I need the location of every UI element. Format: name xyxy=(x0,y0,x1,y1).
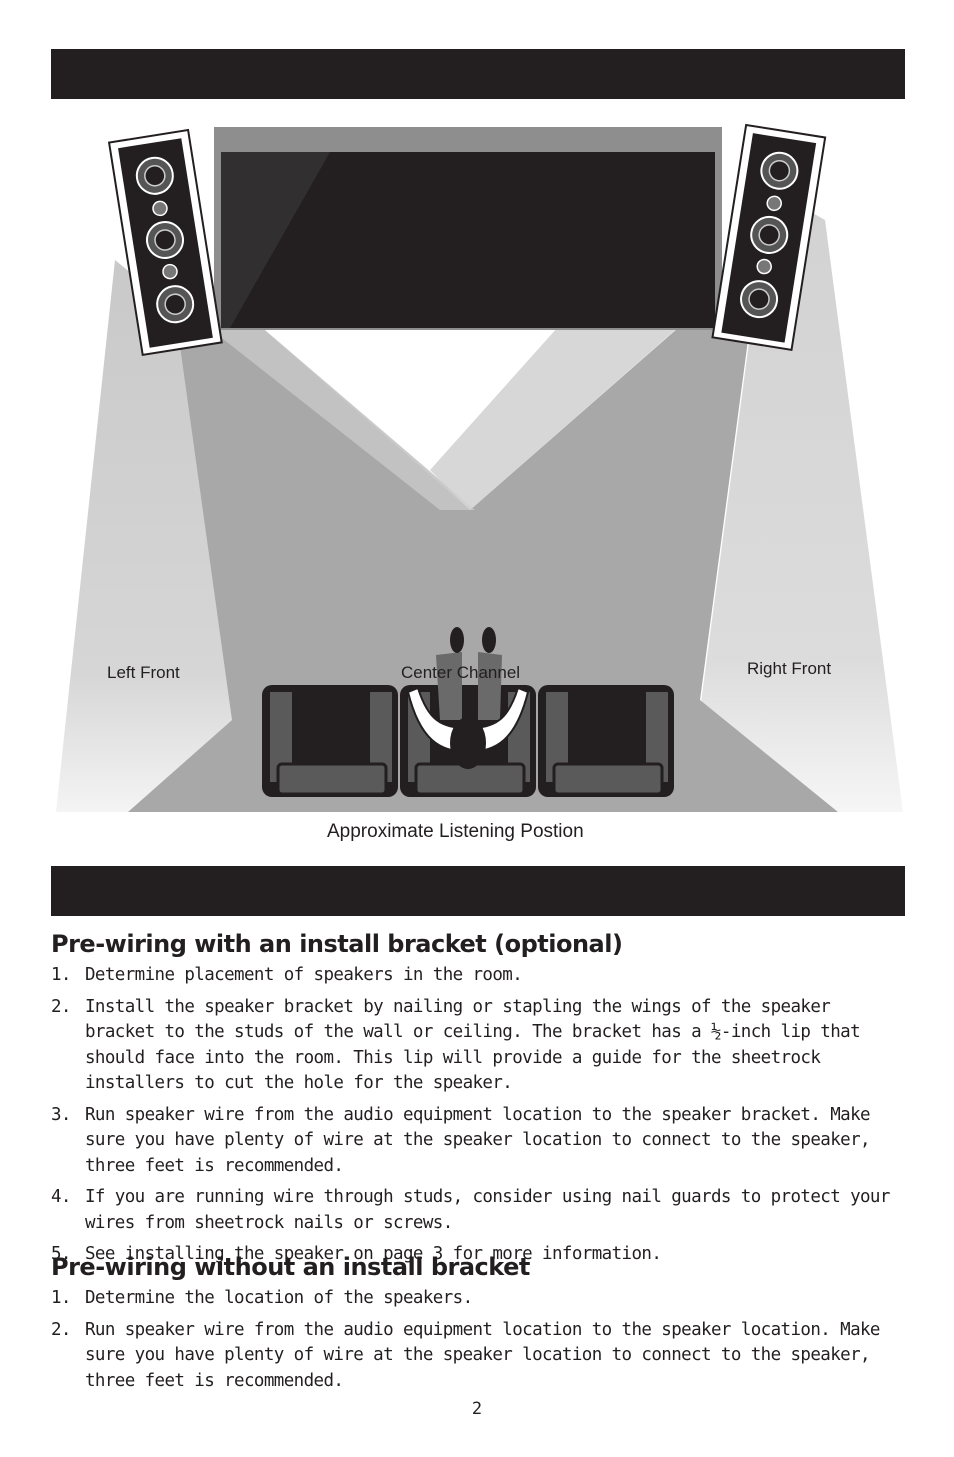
section-without-bracket: Pre-wiring without an install bracket 1.… xyxy=(51,1252,906,1400)
right-cross-beam xyxy=(430,280,715,510)
listening-position-label: Approximate Listening Postion xyxy=(327,821,584,842)
page-number: 2 xyxy=(471,1399,483,1419)
list-item: 4.If you are running wire through studs,… xyxy=(51,1187,890,1233)
center-channel-label: Center Channel xyxy=(401,663,521,682)
right-outer-beam xyxy=(700,200,903,812)
listener-figure xyxy=(406,627,530,769)
header-bar-top xyxy=(51,49,905,99)
chair-right xyxy=(538,685,674,797)
section-title: Pre-wiring with an install bracket (opti… xyxy=(51,930,623,958)
left-front-label: Left Front xyxy=(107,663,180,682)
list-item: 5.See installing the speaker on page 3 f… xyxy=(51,1244,662,1264)
center-beam xyxy=(128,300,838,812)
list-item: 1.Determine the location of the speakers… xyxy=(51,1288,473,1308)
section-with-bracket: Pre-wiring with an install bracket (opti… xyxy=(51,929,906,1274)
room-illustration xyxy=(56,123,903,812)
speaker-placement-diagram: Left Front Center Channel Right Front xyxy=(0,100,954,860)
right-front-label: Right Front xyxy=(747,659,832,678)
steps-list: 1.Determine placement of speakers in the… xyxy=(51,963,906,1268)
left-cross-beam xyxy=(180,300,475,510)
header-bar-middle xyxy=(51,866,905,916)
right-speaker xyxy=(711,123,827,351)
list-item: 3.Run speaker wire from the audio equipm… xyxy=(51,1104,871,1176)
list-item: 1.Determine placement of speakers in the… xyxy=(51,965,523,985)
list-item: 2.Install the speaker bracket by nailing… xyxy=(51,996,861,1094)
left-speaker xyxy=(107,128,223,357)
chair-left xyxy=(262,685,398,797)
section-title: Pre-wiring without an install bracket xyxy=(51,1253,530,1281)
steps-list: 1.Determine the location of the speakers… xyxy=(51,1286,906,1394)
list-item: 2.Run speaker wire from the audio equipm… xyxy=(51,1319,880,1391)
